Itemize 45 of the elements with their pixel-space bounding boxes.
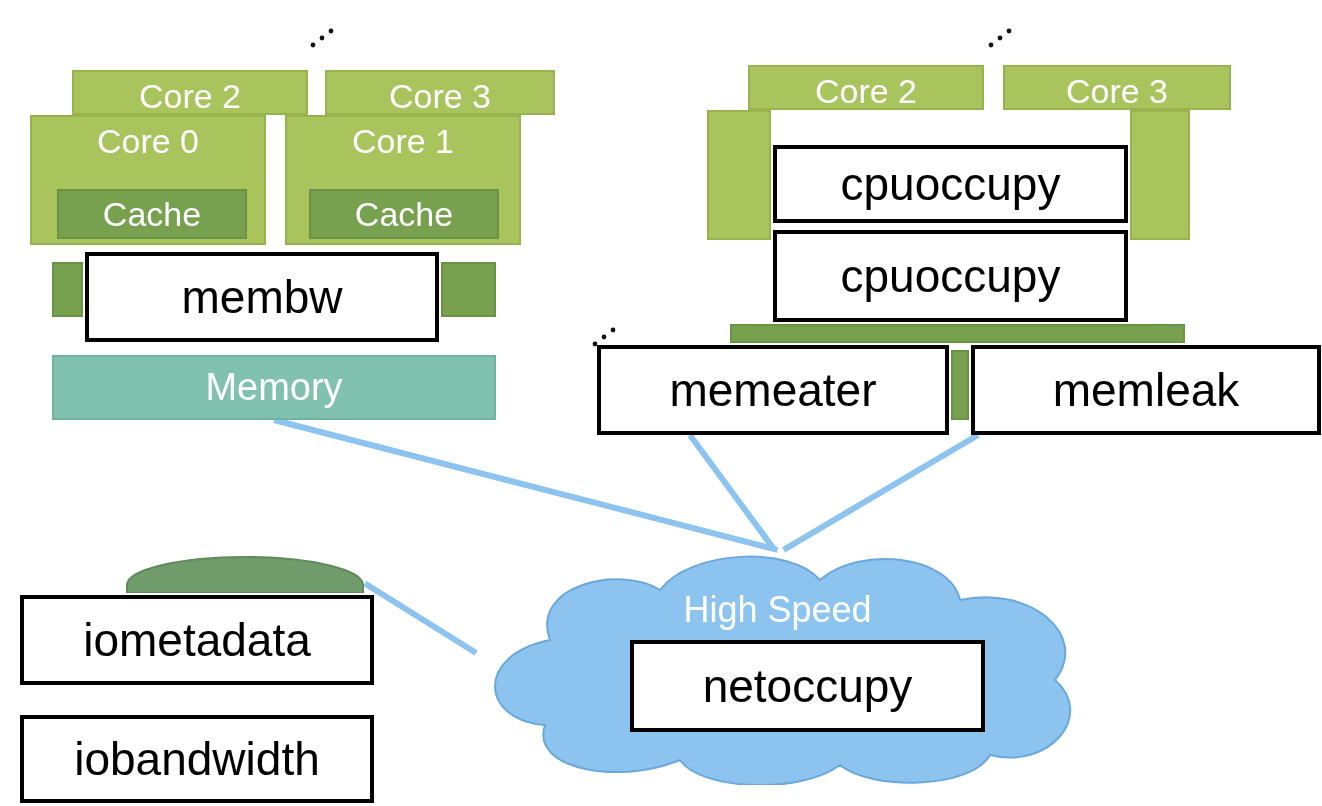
connector-line (363, 580, 478, 656)
cylinder-shape (125, 555, 365, 593)
bar-shape (730, 324, 1185, 343)
node-text: memeater (669, 362, 877, 418)
core-box (30, 115, 266, 245)
core-box (325, 70, 555, 115)
node-text: Memory (205, 365, 343, 410)
bar-shape (52, 262, 83, 317)
core-box (285, 115, 521, 245)
label-box (20, 595, 374, 685)
node-text: cpuoccupy (840, 248, 1061, 304)
node-text: Core 2 (138, 76, 242, 116)
node-text: Cache (102, 193, 202, 235)
cache-bar (309, 189, 499, 239)
node-text: membw (181, 269, 343, 325)
label-box (20, 715, 374, 803)
node-text: memleak (1052, 362, 1240, 418)
bar-shape (441, 262, 496, 317)
node-text: Core 0 (96, 121, 200, 161)
label-box (85, 252, 439, 342)
node-text: Core 3 (1065, 71, 1169, 111)
cache-bar (57, 189, 247, 239)
core-box (72, 70, 308, 115)
node-text: Core 1 (351, 121, 455, 161)
box-shape (1130, 110, 1190, 240)
memory-bar (52, 355, 496, 420)
core-box (1003, 65, 1231, 110)
bar-shape (951, 350, 969, 420)
box-shape (707, 110, 771, 240)
node-text: iobandwidth (74, 731, 320, 787)
label-box (971, 345, 1321, 435)
node-text: High Speed (683, 588, 872, 632)
label-box (630, 640, 985, 732)
label-box (773, 230, 1128, 322)
node-text: Core 2 (814, 71, 918, 111)
connector-line (687, 433, 777, 552)
node-text: Cache (354, 193, 454, 235)
connector-line (782, 432, 980, 553)
label-box (773, 145, 1128, 223)
node-text: Core 3 (388, 76, 492, 116)
node-text: iometadata (83, 612, 311, 668)
core-box (748, 65, 984, 110)
node-text: netoccupy (702, 658, 913, 714)
label-box (597, 345, 949, 435)
node-text: cpuoccupy (840, 156, 1061, 212)
